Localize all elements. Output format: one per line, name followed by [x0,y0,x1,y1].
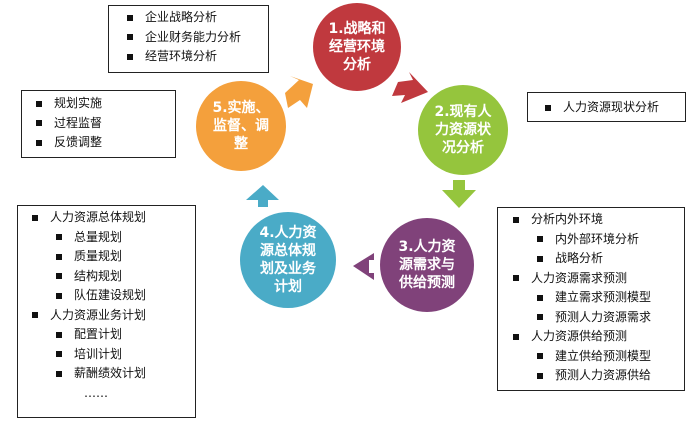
list-item: 企业财务能力分析 [121,28,268,48]
list-item: 预测人力资源需求 [507,308,684,328]
strategy-analysis-box: 企业战略分析企业财务能力分析经营环境分析 [108,5,269,73]
list-item: 结构规划 [26,267,195,287]
stage-3-circle: 3.人力资 源需求与 供给预测 [380,218,474,312]
list-item: 人力资源总体规划 [26,208,195,228]
stage-5-circle: 5.实施、 监督、调 整 [196,81,286,171]
arrow-3-to-4 [353,253,374,280]
list-item: 人力资源现状分析 [539,98,685,118]
list-item: 配置计划 [26,325,195,345]
list-item: 队伍建设规划 [26,286,195,306]
list-item: 培训计划 [26,345,195,365]
forecast-box: 分析内外环境内外部环境分析战略分析人力资源需求预测建立需求预测模型预测人力资源需… [497,207,685,391]
stage-2-circle: 2.现有人 力资源状 况分析 [418,85,508,175]
list-item: 企业战略分析 [121,8,268,28]
stage-2-label: 2.现有人 力资源状 况分析 [434,104,492,156]
list-item: 人力资源需求预测 [507,269,684,289]
list-item: 总量规划 [26,228,195,248]
stage-4-circle: 4.人力资 源总体规 划及业务 计划 [240,212,336,308]
list-item: 建立需求预测模型 [507,288,684,308]
arrow-4-to-5 [246,185,279,207]
list-item: 反馈调整 [30,133,175,153]
stage-5-label: 5.实施、 监督、调 整 [212,100,270,152]
stage-1-label: 1.战略和 经营环境 分析 [328,21,386,73]
list-item: 薪酬绩效计划 [26,364,195,384]
stage-3-label: 3.人力资 源需求与 供给预测 [398,239,456,291]
list-item: 质量规划 [26,247,195,267]
list-item: 人力资源业务计划 [26,306,195,326]
list-item: 过程监督 [30,114,175,134]
arrow-1-to-2 [392,72,428,103]
stage-1-circle: 1.战略和 经营环境 分析 [313,3,401,91]
list-item: 经营环境分析 [121,47,268,67]
arrow-2-to-3 [442,180,476,208]
list-item: 建立供给预测模型 [507,347,684,367]
arrow-5-to-1 [285,76,313,108]
stage-4-label: 4.人力资 源总体规 划及业务 计划 [259,225,317,295]
list-item: 规划实施 [30,94,175,114]
current-status-box: 人力资源现状分析 [527,92,686,122]
implementation-box: 规划实施过程监督反馈调整 [21,90,176,158]
list-item: …… [84,385,108,400]
list-item: 人力资源供给预测 [507,327,684,347]
list-item: 战略分析 [507,249,684,269]
planning-box: 人力资源总体规划总量规划质量规划结构规划队伍建设规划人力资源业务计划配置计划培训… [17,205,196,418]
list-item: 预测人力资源供给 [507,366,684,386]
list-item: 分析内外环境 [507,210,684,230]
list-item: 内外部环境分析 [507,230,684,250]
